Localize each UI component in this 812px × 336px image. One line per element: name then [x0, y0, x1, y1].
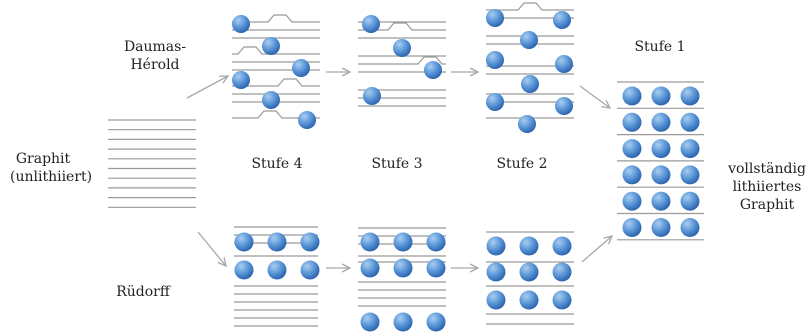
lithium-ion [487, 237, 506, 256]
lithium-ion [298, 111, 316, 129]
lithium-ion [520, 237, 539, 256]
lithium-ion [394, 259, 413, 278]
daumas-herold-layer [486, 3, 574, 10]
lithium-ion [427, 233, 446, 252]
lithium-ion [652, 218, 671, 237]
lithium-ion [268, 233, 287, 252]
daumas-herold-label: Daumas-Hérold [110, 38, 200, 74]
lithium-ion [652, 87, 671, 106]
lithium-ion [394, 313, 413, 332]
lithium-ion [232, 71, 250, 89]
stufe-1-label: Stufe 1 [625, 38, 695, 56]
lithium-ion [623, 192, 642, 211]
lithium-ion [486, 51, 504, 69]
lithium-ion [427, 313, 446, 332]
lithium-ion [362, 15, 380, 33]
lithium-ion [623, 218, 642, 237]
lithium-ion [555, 97, 573, 115]
lithium-ion [681, 218, 700, 237]
arrow [582, 236, 612, 262]
lithium-ion [361, 259, 380, 278]
lithium-ion [268, 261, 287, 280]
lithium-ion [623, 87, 642, 106]
lithium-ion [235, 261, 254, 280]
lithium-ion [553, 11, 571, 29]
lithium-ion [301, 261, 320, 280]
lithium-ion [486, 93, 504, 111]
lithium-ion [520, 263, 539, 282]
lithium-ion [553, 237, 572, 256]
arrow [198, 232, 226, 266]
lithium-ion [427, 259, 446, 278]
lithium-ion [623, 139, 642, 158]
lithium-ion [652, 113, 671, 132]
lithium-ion [681, 113, 700, 132]
lithium-ion [262, 91, 280, 109]
lithium-ion [363, 87, 381, 105]
stufe-2-label: Stufe 2 [487, 155, 557, 173]
stufe-3-label: Stufe 3 [362, 155, 432, 173]
graphit-label: Graphit(unlithiiert) [10, 150, 76, 186]
lithium-ion [521, 75, 539, 93]
lithium-ion [555, 55, 573, 73]
lithium-ion [520, 291, 539, 310]
lithium-ion [623, 113, 642, 132]
stufe-4-label: Stufe 4 [242, 155, 312, 173]
lithium-ion [292, 59, 310, 77]
lithium-ion [361, 233, 380, 252]
lithium-ion [486, 9, 504, 27]
lithium-ion [301, 233, 320, 252]
arrow [187, 76, 228, 98]
lithium-ion [681, 192, 700, 211]
lithium-ion [424, 61, 442, 79]
lithium-ion [235, 233, 254, 252]
lithium-ion [487, 291, 506, 310]
lithium-ion [681, 87, 700, 106]
lithium-ion [394, 233, 413, 252]
lithium-ion [518, 115, 536, 133]
lithium-ion [623, 165, 642, 184]
lithium-ion [393, 39, 411, 57]
lithium-ion [520, 31, 538, 49]
ruedorff-label: Rüdorff [108, 283, 178, 301]
lithium-ion [652, 165, 671, 184]
lithium-ion [232, 15, 250, 33]
lithium-ion [553, 291, 572, 310]
lithium-ion [262, 37, 280, 55]
lithium-ion [681, 165, 700, 184]
lithium-ion [361, 313, 380, 332]
lithium-ion [487, 263, 506, 282]
lithium-ion [681, 139, 700, 158]
lithium-ion [553, 263, 572, 282]
lithium-ion [652, 192, 671, 211]
lithium-ion [652, 139, 671, 158]
arrow [580, 86, 610, 108]
